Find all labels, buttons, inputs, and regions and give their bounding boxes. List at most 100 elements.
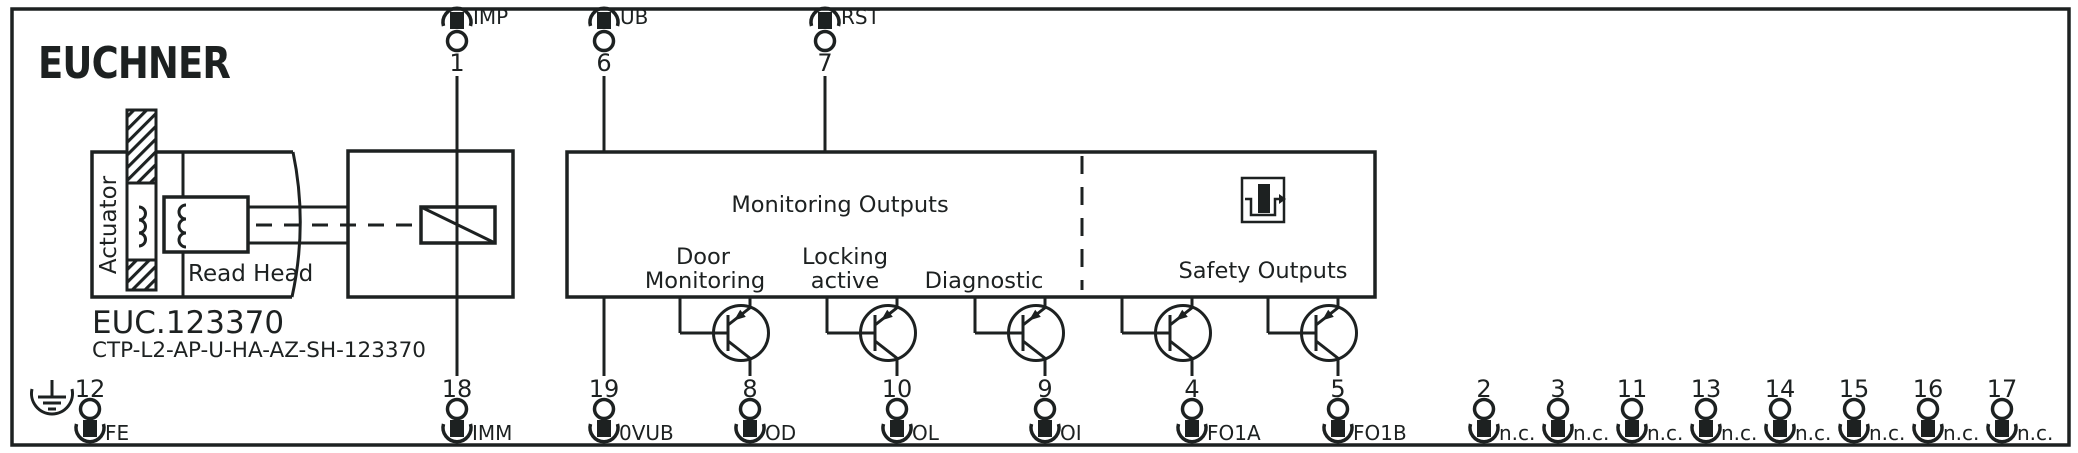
collector-slant [1315,339,1340,361]
output-transistors [678,297,1358,376]
pin-label: FE [105,421,129,445]
locking-active-label-2: active [811,268,879,294]
connector-plug [1477,420,1491,437]
connector-arc [588,6,620,27]
assembly-box [90,150,293,299]
pin-number: 8 [742,375,757,403]
door-monitoring-label-2: Monitoring [645,268,765,294]
connector-arc [1542,423,1574,444]
connector-plug [1038,420,1052,437]
transistor-arrow [1029,309,1041,321]
pin-label: n.c. [1869,421,1905,445]
diagnostic-label: Diagnostic [925,268,1044,294]
pin-terminal [1033,397,1057,421]
pin-terminal [1546,397,1570,421]
housing-curve [290,151,302,298]
pin-number: 1 [449,49,464,77]
connector-plug [83,420,97,437]
order-code: EUC.123370 [92,305,284,341]
connector-plug [1699,420,1713,437]
pin-terminal [592,29,616,53]
connector-arc [809,6,841,27]
transistor-arrow [881,309,893,321]
connector-arc [1764,423,1796,444]
pin-label: OL [912,421,940,445]
bottom-pin-3: 3n.c. [1542,375,1609,445]
pin-terminal [813,29,837,53]
bottom-pin-17: 17n.c. [1986,375,2053,445]
read-head-coil [177,203,187,249]
connector-plug [1773,420,1787,437]
actuator-label: Actuator [96,175,122,274]
connector-plug [450,12,464,29]
type-code: CTP-L2-AP-U-HA-AZ-SH-123370 [92,338,426,363]
connector-arc [74,423,106,444]
connector-arc [441,423,473,444]
top-pin-6: 6UB [588,5,648,77]
pin-label: FO1A [1207,421,1261,445]
connector-arc [1468,423,1500,444]
pin-number: 3 [1550,375,1565,403]
bottom-pin-13: 13n.c. [1690,375,1757,445]
connector-plug [1551,420,1565,437]
connector-arc [1690,423,1722,444]
transistor-pin-8 [678,297,770,376]
monitoring-outputs-title: Monitoring Outputs [731,192,948,218]
bottom-pin-14: 14n.c. [1764,375,1831,445]
pin-number: 7 [817,49,832,77]
locking-active-label-1: Locking [802,244,888,270]
pin-label: n.c. [1943,421,1979,445]
bottom-pin-2: 2n.c. [1468,375,1535,445]
pin-terminal [592,397,616,421]
transistor-arrow [734,309,746,321]
pin-label: OD [765,421,796,445]
connector-arc [441,6,473,27]
collector-slant [1022,339,1047,361]
pin-terminal [1326,397,1350,421]
actuator-bar-top [125,108,158,185]
collector-slant [1169,339,1194,361]
pin-terminal [1620,397,1644,421]
connector-arc [1176,423,1208,444]
pin-terminal [445,29,469,53]
connector-plug [597,12,611,29]
connector-plug [743,420,757,437]
connector-plug [1995,420,2009,437]
transistor-circle [1300,304,1358,362]
connector-plug [1921,420,1935,437]
evaluation-unit: Monitoring Outputs Door Monitoring Locki… [565,150,1377,299]
bottom-pin-11: 11n.c. [1616,375,1683,445]
pin-number: 5 [1330,375,1345,403]
connector-arc [1912,423,1944,444]
connector-arc [588,423,620,444]
read-head-label: Read Head [188,261,313,287]
read-head-box [162,195,250,254]
collector-slant [874,339,899,361]
pin-label: n.c. [1499,421,1535,445]
door-monitoring-label-1: Door [676,244,731,270]
connector-arc [1616,423,1648,444]
transistor-circle [1007,304,1065,362]
pin-terminal [1472,397,1496,421]
pin-terminal [445,397,469,421]
pin-terminal [1990,397,2014,421]
pin-label: n.c. [2017,421,2053,445]
connector-plug [890,420,904,437]
pin-number: 9 [1037,375,1052,403]
pin-label: RST [841,5,881,29]
pin-number: 4 [1184,375,1199,403]
connector-plug [1625,420,1639,437]
transistor-arrow [1176,309,1188,321]
connector-arc [1029,423,1061,444]
transistor-circle [1154,304,1212,362]
brand-logo: EUCHNER [38,37,231,89]
connector-arc [1986,423,2018,444]
